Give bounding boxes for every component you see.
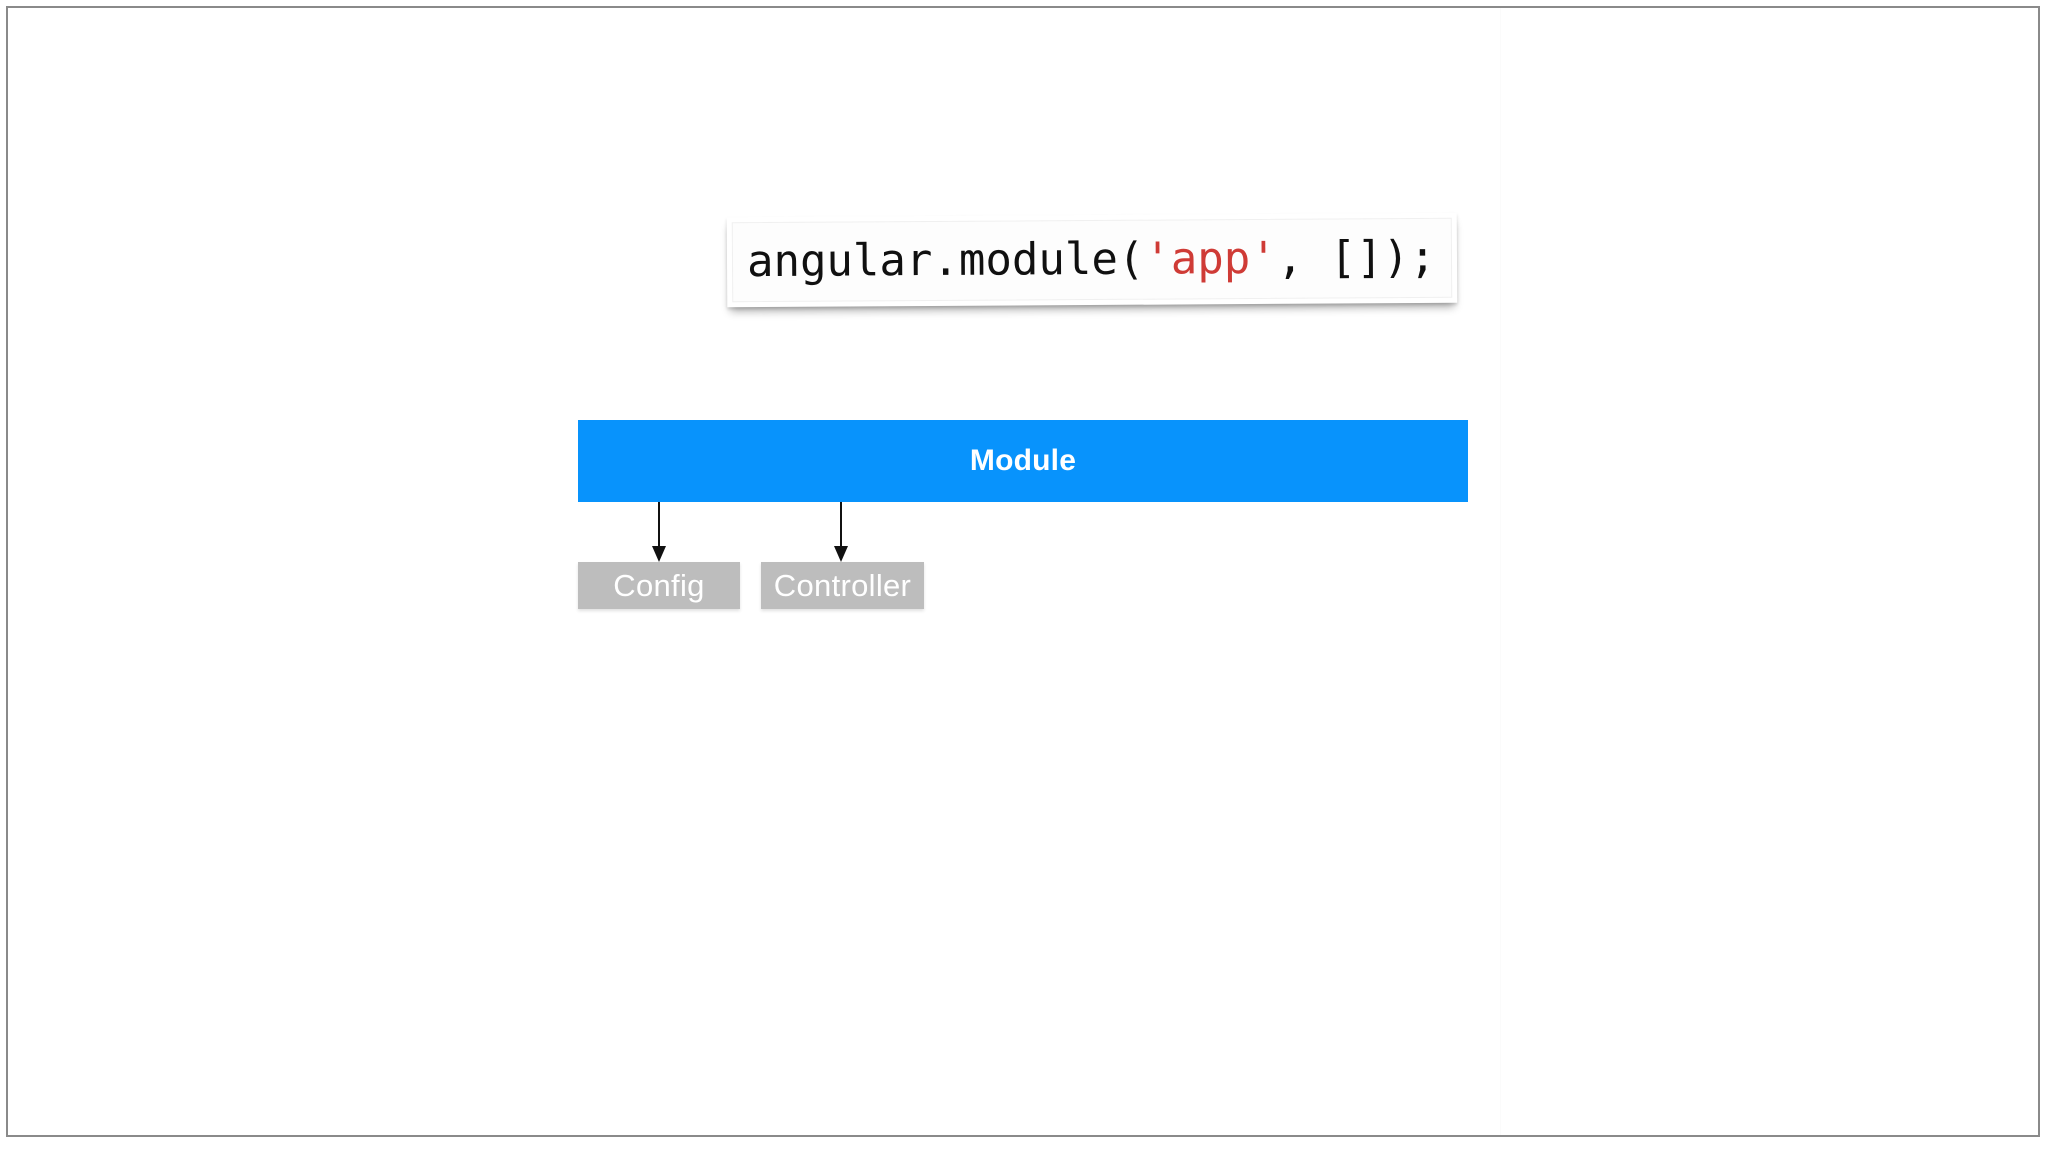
connector-arrow-module-to-config <box>651 502 667 562</box>
code-text-before: angular.module( <box>746 233 1145 288</box>
arrow-head-icon <box>652 546 666 562</box>
arrow-shaft <box>840 502 842 548</box>
config-node-label: Config <box>613 567 705 603</box>
code-line: angular.module('app', []); <box>746 232 1436 288</box>
canvas-seam-divider <box>1500 8 1501 1135</box>
code-snippet-inner: angular.module('app', []); <box>731 217 1453 303</box>
arrow-shaft <box>658 502 660 548</box>
module-node-label: Module <box>969 444 1077 477</box>
code-snippet-card: angular.module('app', []); <box>726 212 1458 308</box>
controller-node-label: Controller <box>773 567 912 603</box>
arrow-head-icon <box>834 546 848 562</box>
module-node: Module <box>578 420 1468 502</box>
connector-arrow-module-to-controller <box>833 502 849 562</box>
controller-node: Controller <box>761 562 924 609</box>
slide-border <box>6 6 2040 1137</box>
config-node: Config <box>578 562 740 609</box>
code-string-literal: 'app' <box>1144 232 1277 285</box>
code-text-after: , []); <box>1276 231 1436 284</box>
